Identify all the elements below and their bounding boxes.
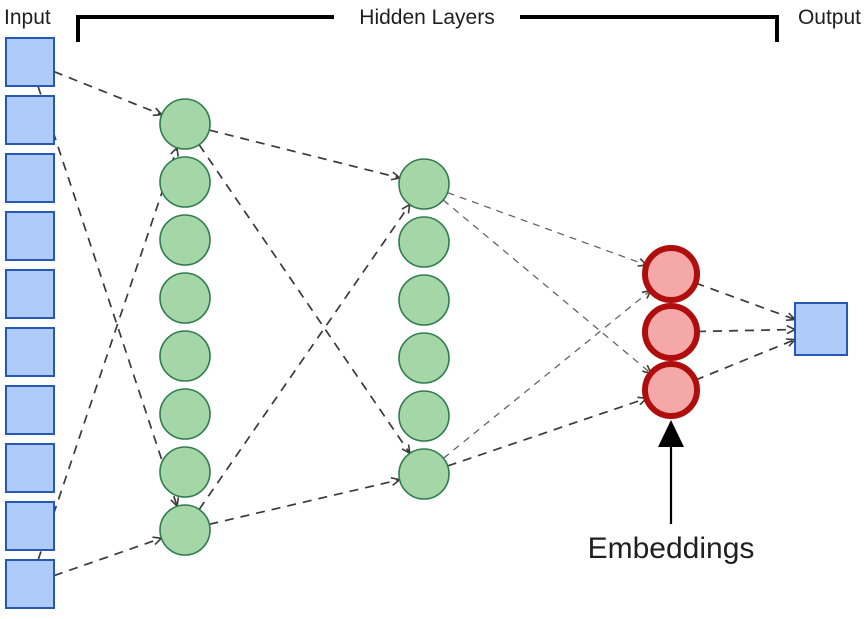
embedding-layer-node-1[interactable]: [642, 303, 700, 361]
input-layer-node-0[interactable]: [5, 37, 55, 87]
connection-input-layer-9-to-hidden-layer-1-7: [53, 537, 162, 577]
edge-arrow-head: [152, 107, 164, 117]
network-nodes: [5, 37, 848, 609]
embeddings-arrow-head: [658, 420, 684, 447]
edge-arrow-head: [401, 444, 411, 455]
hidden-layer-1-node-1[interactable]: [159, 156, 211, 208]
edge-arrow-head: [152, 536, 164, 546]
connection-input-layer-0-to-hidden-layer-1-0: [53, 70, 163, 116]
connection-hidden-layer-2-0-to-embedding-layer-2: [442, 199, 652, 374]
hidden-layer-2-node-0[interactable]: [398, 158, 450, 210]
hidden-layer-2-node-4[interactable]: [398, 390, 450, 442]
edge-arrow-head: [786, 325, 797, 335]
hidden-layer-2-node-3[interactable]: [398, 332, 450, 384]
embedding-layer-node-2[interactable]: [642, 361, 700, 419]
embeddings-callout: [658, 420, 684, 524]
hidden-layers-bracket: [76, 5, 779, 42]
bracket-label-gap: [334, 5, 520, 29]
input-layer-node-5[interactable]: [5, 327, 55, 377]
edge-arrow-head: [401, 203, 411, 214]
connection-hidden-layer-1-7-to-hidden-layer-2-5: [209, 478, 400, 526]
output-layer-node-0[interactable]: [794, 302, 848, 356]
hidden-layer-1-node-2[interactable]: [159, 214, 211, 266]
hidden-layer-1-node-3[interactable]: [159, 272, 211, 324]
hidden-layer-1-node-4[interactable]: [159, 330, 211, 382]
hidden-layer-1-node-6[interactable]: [159, 446, 211, 498]
connection-input-layer-9-to-hidden-layer-1-0: [37, 147, 178, 561]
connection-hidden-layer-2-5-to-embedding-layer-2: [447, 397, 647, 467]
connection-embedding-layer-2-to-output-layer-0: [694, 338, 796, 381]
connection-hidden-layer-2-0-to-embedding-layer-0: [447, 191, 647, 266]
edge-arrow-head: [390, 476, 402, 486]
input-layer-node-4[interactable]: [5, 269, 55, 319]
connection-hidden-layer-1-0-to-hidden-layer-2-5: [198, 144, 411, 454]
connection-input-layer-0-to-hidden-layer-1-7: [37, 85, 178, 507]
hidden-layers-label: Hidden Layers: [359, 6, 494, 29]
input-layer-node-3[interactable]: [5, 211, 55, 261]
edge-arrow-head: [170, 145, 179, 157]
input-layer-node-9[interactable]: [5, 559, 55, 609]
input-layer-label: Input: [4, 6, 51, 29]
input-layer-node-7[interactable]: [5, 443, 55, 493]
input-layer-node-2[interactable]: [5, 153, 55, 203]
edge-arrow-head: [390, 171, 402, 181]
hidden-layer-2-node-1[interactable]: [398, 216, 450, 268]
hidden-layer-1-node-7[interactable]: [159, 504, 211, 556]
output-layer-label: Output: [798, 6, 861, 29]
input-layer-node-1[interactable]: [5, 95, 55, 145]
hidden-layer-2-node-2[interactable]: [398, 274, 450, 326]
input-layer-node-6[interactable]: [5, 385, 55, 435]
input-layer-node-8[interactable]: [5, 501, 55, 551]
embeddings-label: Embeddings: [588, 532, 755, 565]
connection-hidden-layer-1-7-to-hidden-layer-2-0: [198, 204, 411, 510]
connection-hidden-layer-1-0-to-hidden-layer-2-0: [209, 129, 400, 179]
connection-embedding-layer-0-to-output-layer-0: [695, 282, 796, 321]
hidden-layer-1-node-0[interactable]: [159, 98, 211, 150]
connection-hidden-layer-2-5-to-embedding-layer-0: [443, 289, 652, 459]
hidden-layer-2-node-5[interactable]: [398, 448, 450, 500]
connection-edges: [37, 70, 797, 577]
connection-embedding-layer-1-to-output-layer-0: [696, 328, 796, 333]
embedding-layer-node-0[interactable]: [642, 245, 700, 303]
hidden-layer-1-node-5[interactable]: [159, 388, 211, 440]
